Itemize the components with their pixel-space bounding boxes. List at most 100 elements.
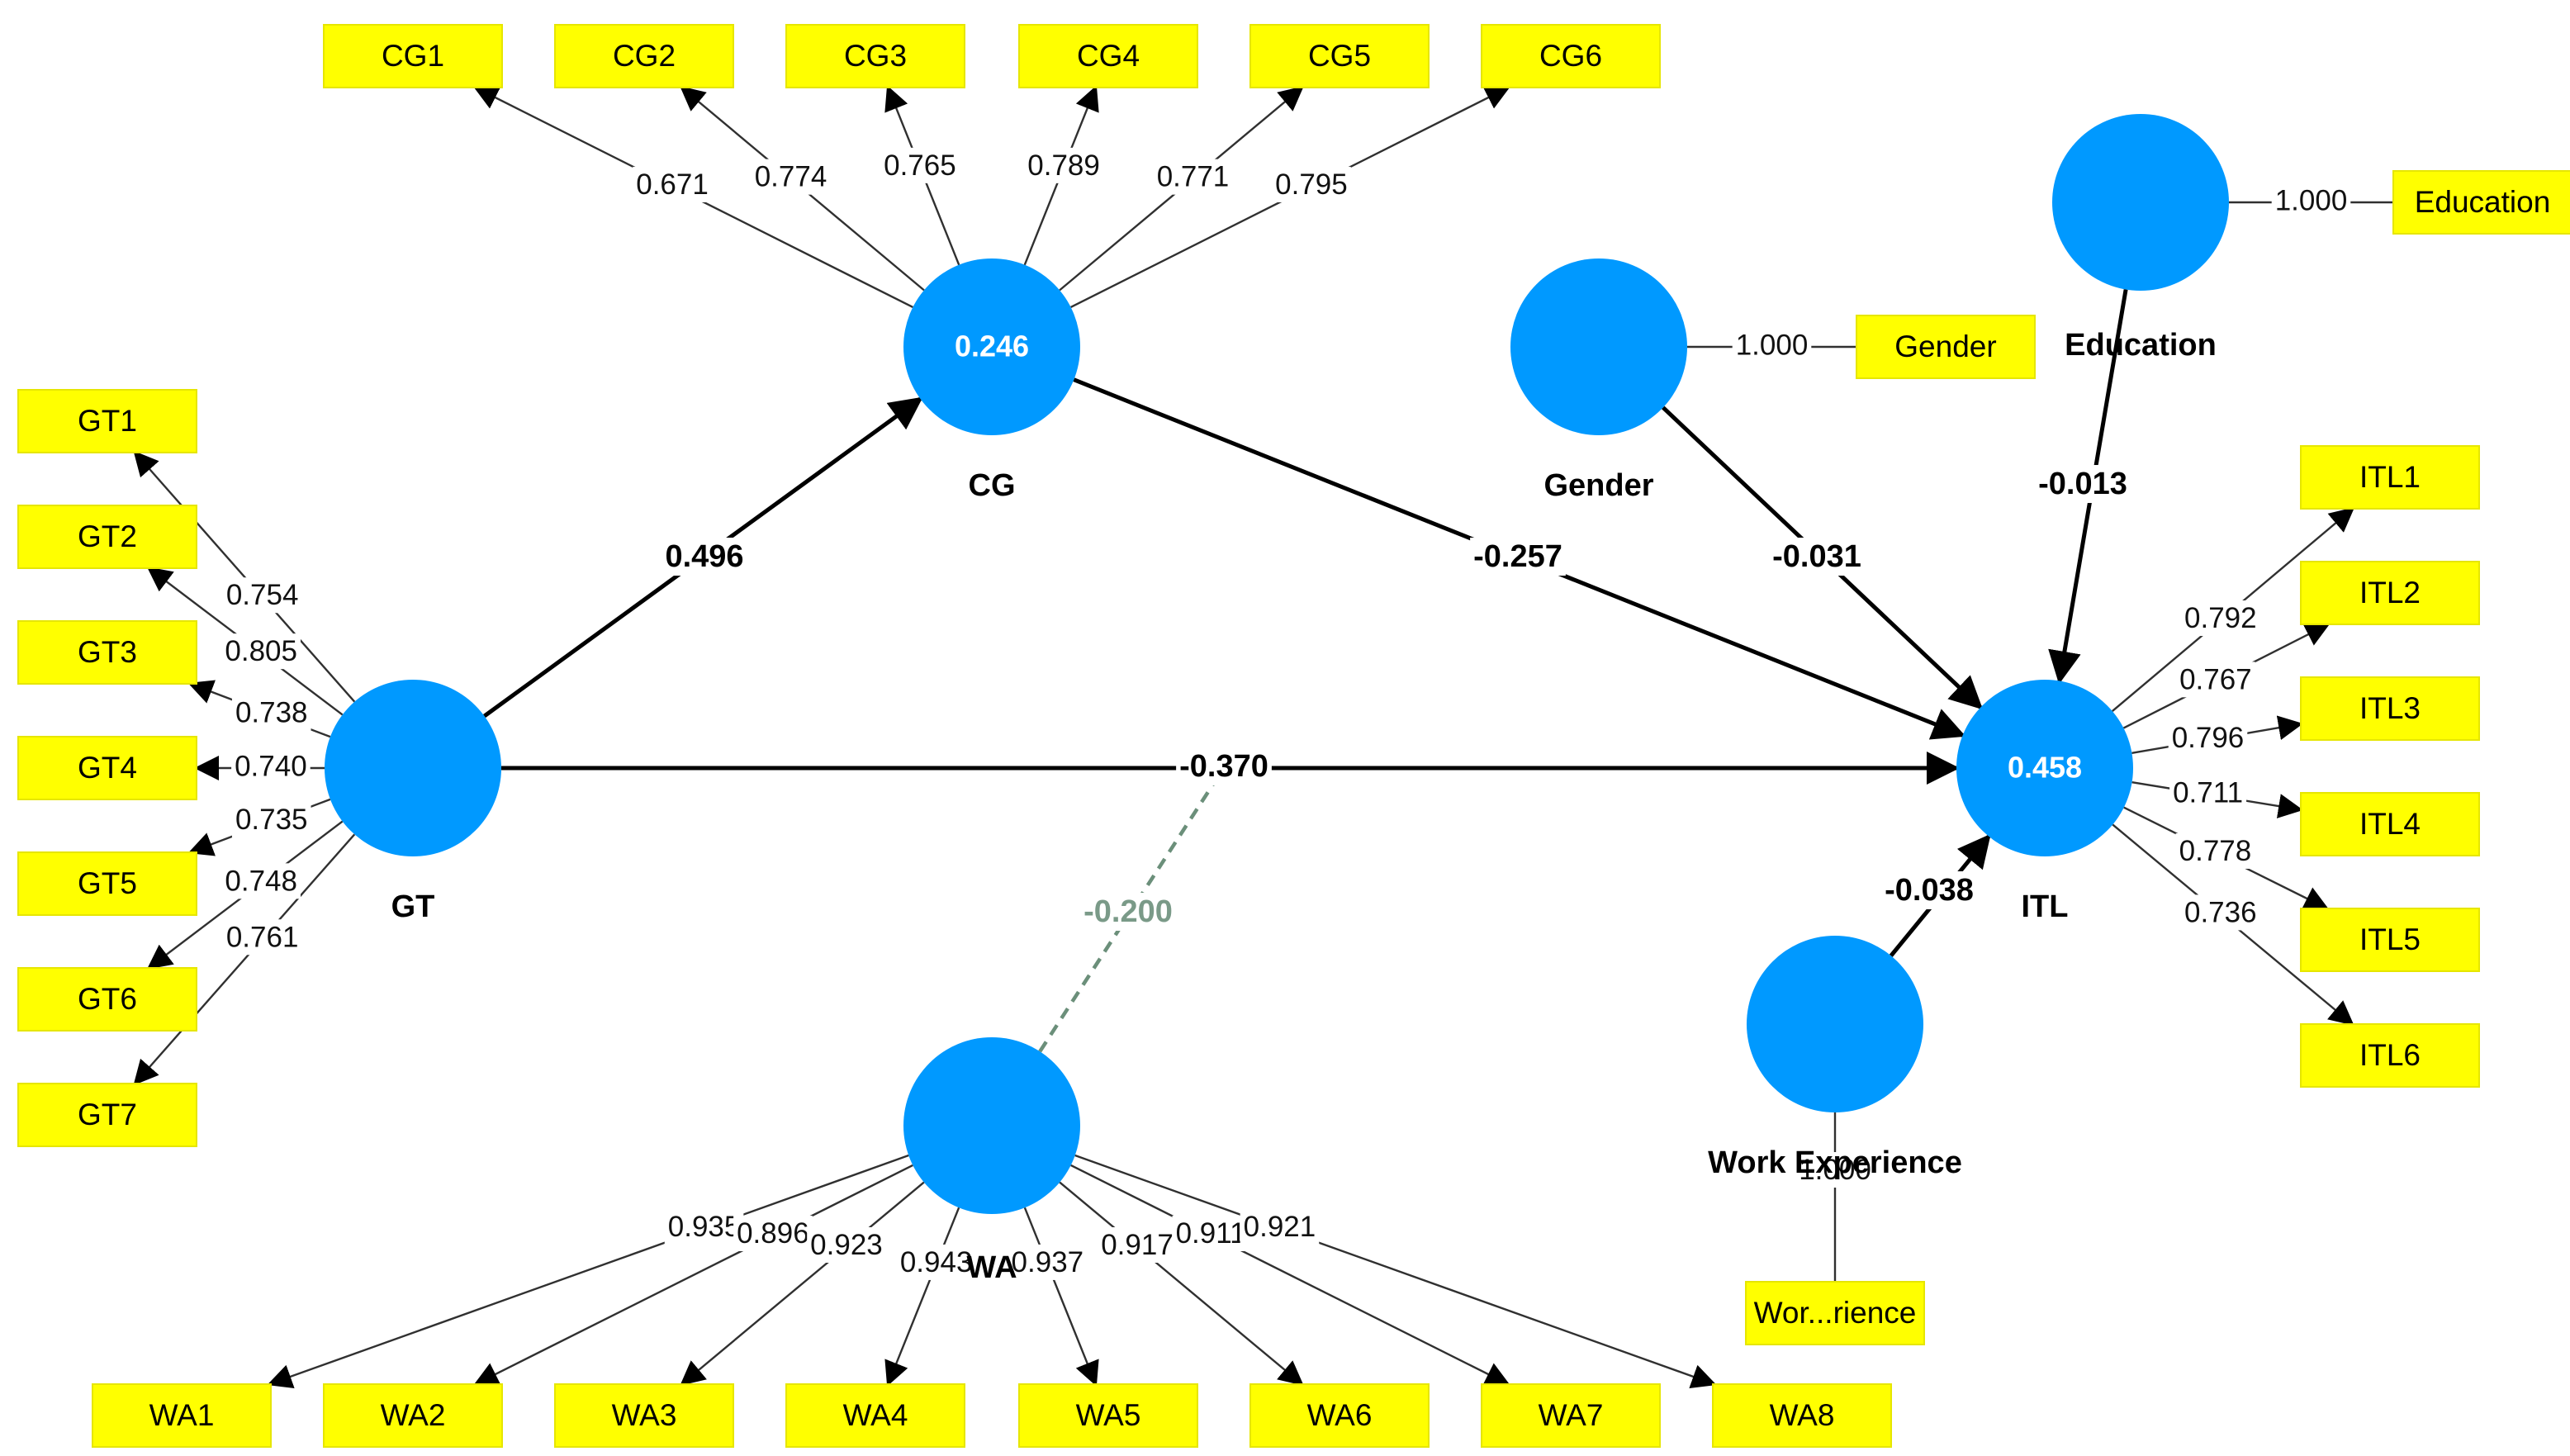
indicator-itl6[interactable]: ITL6 xyxy=(2300,1023,2480,1088)
loading-value-itl5-background xyxy=(2175,832,2255,869)
indicator-box xyxy=(17,736,197,800)
indicator-wa1[interactable]: WA1 xyxy=(92,1383,272,1448)
loading-value-wa3-background xyxy=(807,1227,886,1264)
indicator-gt2[interactable]: GT2 xyxy=(17,505,197,569)
indicator-itl4[interactable]: ITL4 xyxy=(2300,792,2480,856)
indicator-cg2[interactable]: CG2 xyxy=(554,24,734,88)
indicator-wa6[interactable]: WA6 xyxy=(1249,1383,1430,1448)
loading-value-wa6-group: 0.917 xyxy=(1098,1227,1177,1264)
indicator-box xyxy=(2300,676,2480,741)
loading-value-wa2-background xyxy=(733,1215,813,1251)
indicator-gt5[interactable]: GT5 xyxy=(17,851,197,916)
loading-value-cg6: 0.795 xyxy=(1275,168,1348,201)
indicator-wa2[interactable]: WA2 xyxy=(323,1383,503,1448)
loading-value-wa7-background xyxy=(1172,1215,1249,1251)
loading-value-itl1: 0.792 xyxy=(2184,602,2257,634)
loading-value-wa6: 0.917 xyxy=(1101,1229,1174,1261)
loading-value-cg4: 0.789 xyxy=(1027,149,1100,182)
indicator-label: ITL3 xyxy=(2359,691,2421,725)
latent-education[interactable] xyxy=(2052,114,2229,291)
indicator-box xyxy=(17,967,197,1032)
loading-value-cg3: 0.765 xyxy=(884,149,956,182)
loading-line-gt7 xyxy=(133,833,356,1086)
path-coefficient-gender-to-itl-background xyxy=(1769,538,1865,576)
latent-gender[interactable] xyxy=(1510,258,1687,435)
loading-value-wa5-background xyxy=(1008,1244,1088,1280)
indicator-wa4[interactable]: WA4 xyxy=(785,1383,965,1448)
indicator-cg5[interactable]: CG5 xyxy=(1249,24,1430,88)
latent-name-itl: ITL xyxy=(2022,889,2069,924)
indicator-education[interactable]: Education xyxy=(2392,170,2570,235)
loading-value-gender-background xyxy=(1732,327,1812,363)
indicator-box xyxy=(1249,1383,1430,1448)
indicator-wa3[interactable]: WA3 xyxy=(554,1383,734,1448)
loading-value-gender: 1.000 xyxy=(1736,329,1809,361)
loading-value-gt7: 0.761 xyxy=(226,921,299,953)
latent-wa[interactable] xyxy=(903,1037,1080,1214)
loading-value-gt5-group: 0.735 xyxy=(231,802,311,838)
indicator-itl5[interactable]: ITL5 xyxy=(2300,908,2480,972)
loading-value-wa3: 0.923 xyxy=(810,1229,883,1261)
latent-name-gt: GT xyxy=(391,889,435,924)
indicator-wa8[interactable]: WA8 xyxy=(1712,1383,1892,1448)
loading-value-itl3-background xyxy=(2168,720,2248,756)
loading-value-itl2-background xyxy=(2176,662,2255,698)
indicator-box xyxy=(1856,315,2036,379)
indicator-wa7[interactable]: WA7 xyxy=(1481,1383,1661,1448)
latent-name-wa: WA xyxy=(966,1250,1017,1285)
loading-value-wa8-group: 0.921 xyxy=(1240,1208,1320,1245)
indicator-cg3[interactable]: CG3 xyxy=(785,24,965,88)
indicator-gender[interactable]: Gender xyxy=(1856,315,2036,379)
loading-value-wa5-group: 0.937 xyxy=(1008,1244,1088,1280)
loading-line-wa6 xyxy=(1059,1181,1304,1386)
indicator-wor-rience[interactable]: Wor...rience xyxy=(1745,1281,1925,1345)
loading-value-cg5: 0.771 xyxy=(1157,161,1230,193)
loading-value-wor-rience: 1.000 xyxy=(1799,1154,1871,1186)
loading-line-wa2 xyxy=(473,1164,913,1386)
latent-name-workexperience: Work Experience xyxy=(1708,1145,1962,1180)
loading-value-cg4-group: 0.789 xyxy=(1024,147,1103,183)
indicator-gt6[interactable]: GT6 xyxy=(17,967,197,1032)
indicator-itl2[interactable]: ITL2 xyxy=(2300,561,2480,625)
loading-value-cg1: 0.671 xyxy=(636,168,709,201)
indicator-gt7[interactable]: GT7 xyxy=(17,1083,197,1147)
loading-value-itl6: 0.736 xyxy=(2184,896,2257,928)
indicator-label: GT2 xyxy=(78,519,137,553)
indicator-box xyxy=(1018,1383,1198,1448)
loading-value-cg5-group: 0.771 xyxy=(1153,159,1233,195)
latent-circle xyxy=(1956,680,2133,856)
indicator-cg4[interactable]: CG4 xyxy=(1018,24,1198,88)
loading-value-itl3: 0.796 xyxy=(2172,722,2245,754)
latent-itl[interactable]: 0.458 xyxy=(1956,680,2133,856)
indicator-label: ITL5 xyxy=(2359,922,2421,956)
latent-name-gender: Gender xyxy=(1543,468,1653,503)
indicator-wa5[interactable]: WA5 xyxy=(1018,1383,1198,1448)
loading-value-wa2: 0.896 xyxy=(737,1217,809,1250)
indicator-gt4[interactable]: GT4 xyxy=(17,736,197,800)
indicator-box xyxy=(2392,170,2570,235)
indicator-cg1[interactable]: CG1 xyxy=(323,24,503,88)
indicator-gt3[interactable]: GT3 xyxy=(17,620,197,685)
indicator-label: GT3 xyxy=(78,635,137,669)
latent-gt[interactable] xyxy=(325,680,501,856)
indicator-box xyxy=(2300,792,2480,856)
indicator-label: CG2 xyxy=(613,39,676,73)
indicator-box xyxy=(92,1383,272,1448)
loading-value-gt6-background xyxy=(221,863,301,899)
indicator-box xyxy=(2300,445,2480,510)
indicator-cg6[interactable]: CG6 xyxy=(1481,24,1661,88)
indicator-box xyxy=(785,24,965,88)
loading-value-wa1-background xyxy=(664,1208,744,1245)
indicator-label: WA1 xyxy=(149,1398,215,1432)
path-coefficient-gt-to-itl: -0.370 xyxy=(1179,749,1268,784)
latent-workexperience[interactable] xyxy=(1747,936,1923,1112)
loading-value-itl5-group: 0.778 xyxy=(2175,832,2255,869)
loading-value-gt3-background xyxy=(231,695,311,731)
indicator-itl1[interactable]: ITL1 xyxy=(2300,445,2480,510)
latent-cg[interactable]: 0.246 xyxy=(903,258,1080,435)
moderation-coefficient-background xyxy=(1080,893,1176,932)
indicator-itl3[interactable]: ITL3 xyxy=(2300,676,2480,741)
indicator-gt1[interactable]: GT1 xyxy=(17,389,197,453)
